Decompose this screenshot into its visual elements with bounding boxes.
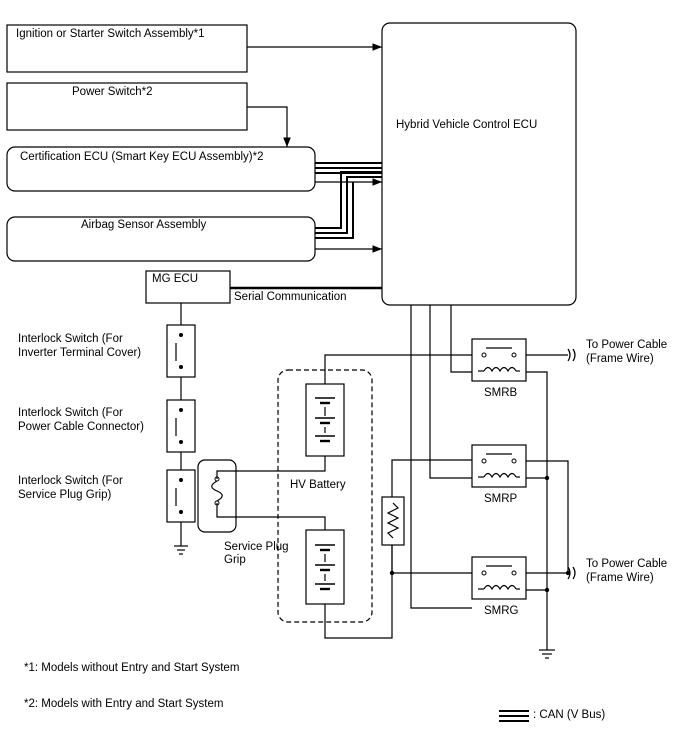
interlock-power-cable-label-1: Interlock Switch (For [18,407,123,419]
interlock-power-cable-label-2: Power Cable Connector) [18,421,144,433]
power-cable-bottom-label-2: (Frame Wire) [586,572,654,584]
interlock-switch-service-plug [166,469,196,523]
airbag-sensor-label: Airbag Sensor Assembly [81,219,207,231]
hv-battery-upper-pack [305,383,345,457]
battery-wiring [216,354,472,639]
hybrid-vehicle-control-ecu-box: Hybrid Vehicle Control ECU [381,22,577,306]
mg-ecu-box: MG ECU [145,270,231,304]
ignition-switch-label: Ignition or Starter Switch Assembly*1 [16,28,205,40]
relay-control-wiring [410,305,555,659]
can-legend-symbol [499,710,529,722]
interlock-service-plug-label-1: Interlock Switch (For [18,475,123,487]
hv-battery-lower-pack [305,529,345,605]
interlock-switch-power-cable [166,399,196,453]
power-switch-signal-arrow [247,106,291,147]
certification-ecu-label: Certification ECU (Smart Key ECU Assembl… [20,151,263,163]
smrb-label: SMRB [484,387,518,399]
interlock-switch-inverter [166,324,196,378]
airbag-sensor-box: Airbag Sensor Assembly [6,216,316,262]
power-output-wiring [526,348,576,580]
power-cable-top-label-2: (Frame Wire) [586,353,654,365]
smrp-relay [471,444,527,488]
power-switch-box: Power Switch*2 [6,82,248,131]
footnote-2: *2: Models with Entry and Start System [24,698,223,710]
ignition-switch-box: Ignition or Starter Switch Assembly*1 [6,24,248,73]
smrg-label: SMRG [484,605,519,617]
interlock-inverter-label-2: Inverter Terminal Cover) [18,347,141,359]
certification-ecu-box: Certification ECU (Smart Key ECU Assembl… [6,146,316,192]
can-legend-label: : CAN (V Bus) [533,709,605,721]
serial-communication-label: Serial Communication [234,291,347,303]
smrp-label: SMRP [484,493,518,505]
can-bus-lines [315,162,382,239]
service-plug-grip-label-1: Service Plug [224,541,289,553]
smrb-relay [471,338,527,382]
footnote-1: *1: Models without Entry and Start Syste… [24,662,239,674]
hybrid-vehicle-control-ecu-label: Hybrid Vehicle Control ECU [396,119,537,131]
hv-battery-label: HV Battery [290,479,346,491]
interlock-inverter-label-1: Interlock Switch (For [18,333,123,345]
mg-ecu-label: MG ECU [152,273,198,285]
smrg-relay [471,556,527,600]
ground-symbol-left [174,545,188,555]
service-plug-grip-label-2: Grip [224,554,246,566]
power-switch-label: Power Switch*2 [72,86,153,98]
power-cable-top-label-1: To Power Cable [586,339,667,351]
precharge-resistor [381,496,405,546]
power-cable-bottom-label-1: To Power Cable [586,558,667,570]
interlock-service-plug-label-2: Service Plug Grip) [18,489,111,501]
